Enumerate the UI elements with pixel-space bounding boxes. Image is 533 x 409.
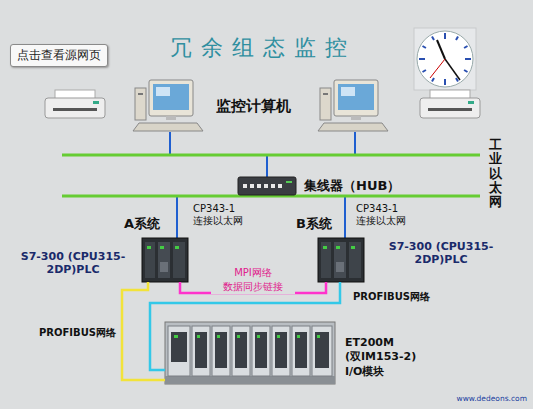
computer-caption: 监控计算机 [216, 97, 291, 116]
module-label: ET200M (双IM153-2) I/O模块 [345, 336, 437, 379]
plc-b: B系统S7-300 (CPU315-2DP)PLC [318, 238, 364, 282]
edge-label: PROFIBUS网络 [352, 290, 431, 304]
system-name: B系统 [296, 215, 332, 233]
profibus-link [150, 282, 340, 370]
profibus-link [122, 282, 165, 380]
source-button: 点击查看源网页 [10, 44, 108, 67]
device-label: 集线器（HUB） [304, 177, 400, 195]
watermark: www.dedeons.com [457, 394, 528, 403]
network-name: 工业以太网 [489, 138, 502, 209]
edge-label: MPI网络 数据同步链接 [211, 266, 295, 294]
button-text: 点击查看源网页 [17, 47, 101, 64]
edge-label: PROFIBUS网络 [38, 326, 117, 340]
system-name: A系统 [124, 215, 160, 233]
module-note: CP343-1 连接以太网 [356, 203, 428, 228]
plc-a: A系统S7-300 (CPU315-2DP)PLC [142, 238, 188, 282]
diagram-title: 冗余组态监控 [170, 33, 356, 63]
module-note: CP343-1 连接以太网 [193, 203, 265, 228]
hub-device: 集线器（HUB） [238, 177, 296, 195]
plc-model: S7-300 (CPU315-2DP)PLC [10, 250, 136, 276]
et200m-rack: ET200M (双IM153-2) I/O模块 [165, 322, 335, 384]
plc-model: S7-300 (CPU315-2DP)PLC [378, 240, 504, 266]
